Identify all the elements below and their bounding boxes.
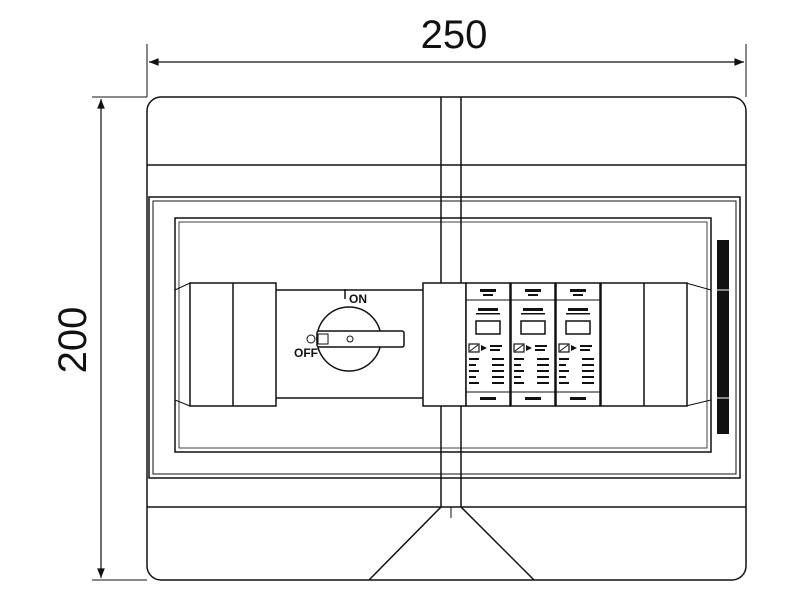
arrow-icon: [481, 345, 487, 351]
door-latch[interactable]: [717, 240, 729, 434]
status-window: [565, 320, 591, 335]
height-dimension-label: 200: [51, 307, 95, 374]
center-terminal-block: [422, 282, 467, 407]
height-dimension: 200: [51, 96, 147, 581]
arrow-icon: [526, 345, 532, 351]
width-dimension-label: 250: [421, 13, 488, 57]
off-indicator-icon: [306, 334, 316, 344]
surge-module: [510, 282, 556, 407]
width-dimension: 250: [146, 13, 747, 97]
status-window: [520, 320, 546, 335]
door-frame: [148, 196, 741, 479]
rotary-switch[interactable]: ON OFF: [294, 289, 405, 372]
switch-off-label: OFF: [294, 346, 318, 360]
right-end-block: [600, 282, 688, 407]
left-end-block: [189, 282, 277, 407]
surge-module: [465, 282, 511, 407]
arrow-icon: [571, 345, 577, 351]
surge-protection-modules: [465, 282, 601, 407]
switch-on-label: ON: [349, 292, 367, 306]
din-rail: [276, 289, 423, 399]
switch-handle[interactable]: [316, 330, 405, 348]
surge-module: [555, 282, 601, 407]
status-window: [475, 320, 501, 335]
